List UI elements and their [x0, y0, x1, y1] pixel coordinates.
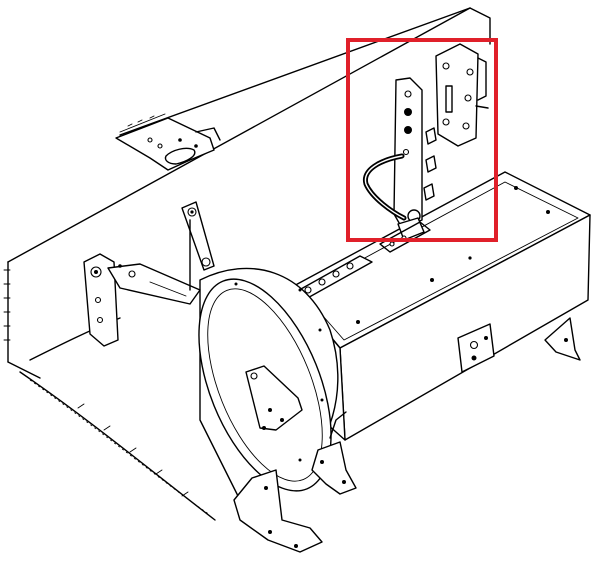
highlight-box — [346, 38, 498, 242]
lower-supports — [233, 411, 357, 553]
upper-mount-plate — [115, 113, 221, 171]
cable-bracket-assembly — [363, 43, 489, 253]
long-duct — [3, 7, 491, 521]
left-hanger — [83, 253, 201, 347]
blower-drum — [198, 267, 339, 501]
strut — [181, 201, 215, 291]
